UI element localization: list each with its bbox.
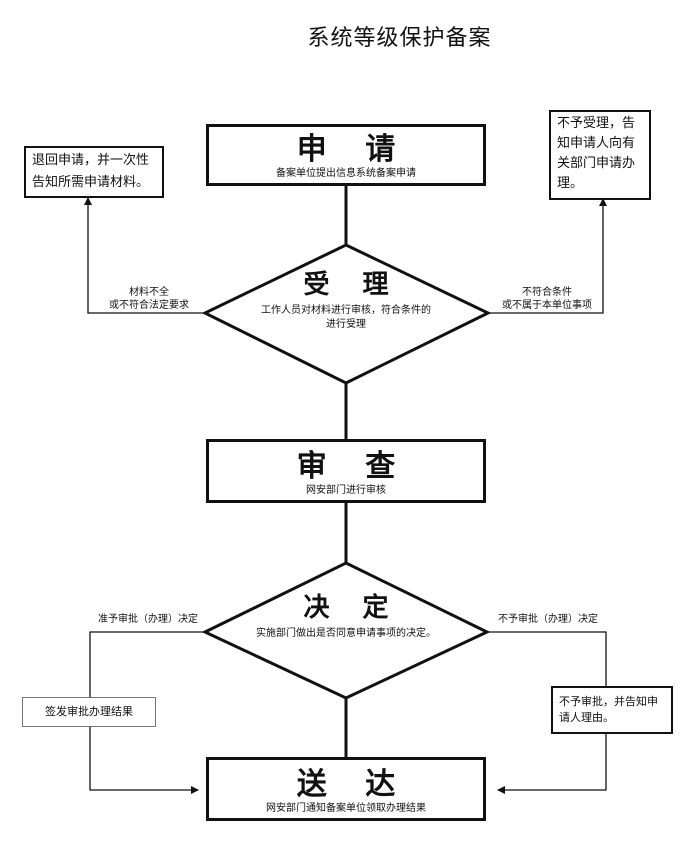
step-decide-heading: 决 定 [303, 593, 401, 623]
reject-acceptance-line1: 不予受理，告 [557, 116, 636, 131]
step-decide-label: 决 定 实施部门做出是否同意申请事项的决定。 [225, 593, 467, 641]
edge-label-ineligible: 不符合条件 或不属于本单位事项 [492, 286, 602, 312]
deny-approval-line1: 不予审批，并告知申 [559, 695, 658, 708]
return-application-box: 退回申请，并一次性 告知所需申请材料。 [24, 146, 164, 198]
issue-result-text: 签发审批办理结果 [45, 705, 133, 718]
accept-diamond [201, 243, 492, 385]
reject-acceptance-line4: 理。 [557, 176, 584, 191]
issue-result-box: 签发审批办理结果 [22, 697, 156, 727]
edge-label-ineligible-line2: 或不属于本单位事项 [502, 300, 592, 311]
step-accept-label: 受 理 工作人员对材料进行审核，符合条件的 进行受理 [235, 270, 457, 332]
edge-label-incomplete: 材料不全 或不符合法定要求 [94, 286, 204, 312]
step-review-heading: 审 查 [296, 449, 410, 484]
reject-acceptance-line3: 关部门申请办 [557, 156, 636, 171]
edge-label-ineligible-line1: 不符合条件 [522, 287, 572, 298]
step-review-desc: 网安部门进行审核 [306, 485, 386, 496]
reject-acceptance-box: 不予受理，告 知申请人向有 关部门申请办 理。 [549, 110, 651, 200]
edge-label-approve: 准予审批（办理）决定 [98, 614, 198, 625]
step-decide-desc: 实施部门做出是否同意申请事项的决定。 [256, 628, 436, 639]
step-apply-box: 申 请 备案单位提出信息系统备案申请 [206, 124, 486, 186]
step-accept-desc-line2: 进行受理 [326, 319, 366, 330]
deny-approval-line2: 请人理由。 [559, 711, 614, 724]
deny-approval-box: 不予审批，并告知申 请人理由。 [551, 686, 673, 734]
step-deliver-box: 送 达 网安部门通知备案单位领取办理结果 [206, 757, 486, 821]
step-deliver-desc: 网安部门通知备案单位领取办理结果 [266, 803, 426, 814]
step-accept-desc-line1: 工作人员对材料进行审核，符合条件的 [261, 305, 431, 316]
step-review-box: 审 查 网安部门进行审核 [206, 439, 486, 503]
step-accept-heading: 受 理 [303, 270, 401, 300]
edge-label-incomplete-line2: 或不符合法定要求 [109, 300, 189, 311]
edge-label-disapprove: 不予审批（办理）决定 [498, 614, 598, 625]
reject-acceptance-line2: 知申请人向有 [557, 136, 636, 151]
edge-label-incomplete-line1: 材料不全 [129, 287, 169, 298]
page-title: 系统等级保护备案 [307, 26, 492, 51]
decide-diamond [201, 561, 491, 700]
step-apply-heading: 申 请 [296, 132, 410, 167]
step-apply-desc: 备案单位提出信息系统备案申请 [276, 168, 416, 179]
connector-reject-incomplete [84, 197, 205, 314]
connector-reject-ineligible [488, 198, 607, 314]
return-application-line2: 告知所需申请材料。 [32, 175, 150, 190]
step-deliver-heading: 送 达 [296, 767, 410, 802]
return-application-line1: 退回申请，并一次性 [32, 153, 150, 168]
